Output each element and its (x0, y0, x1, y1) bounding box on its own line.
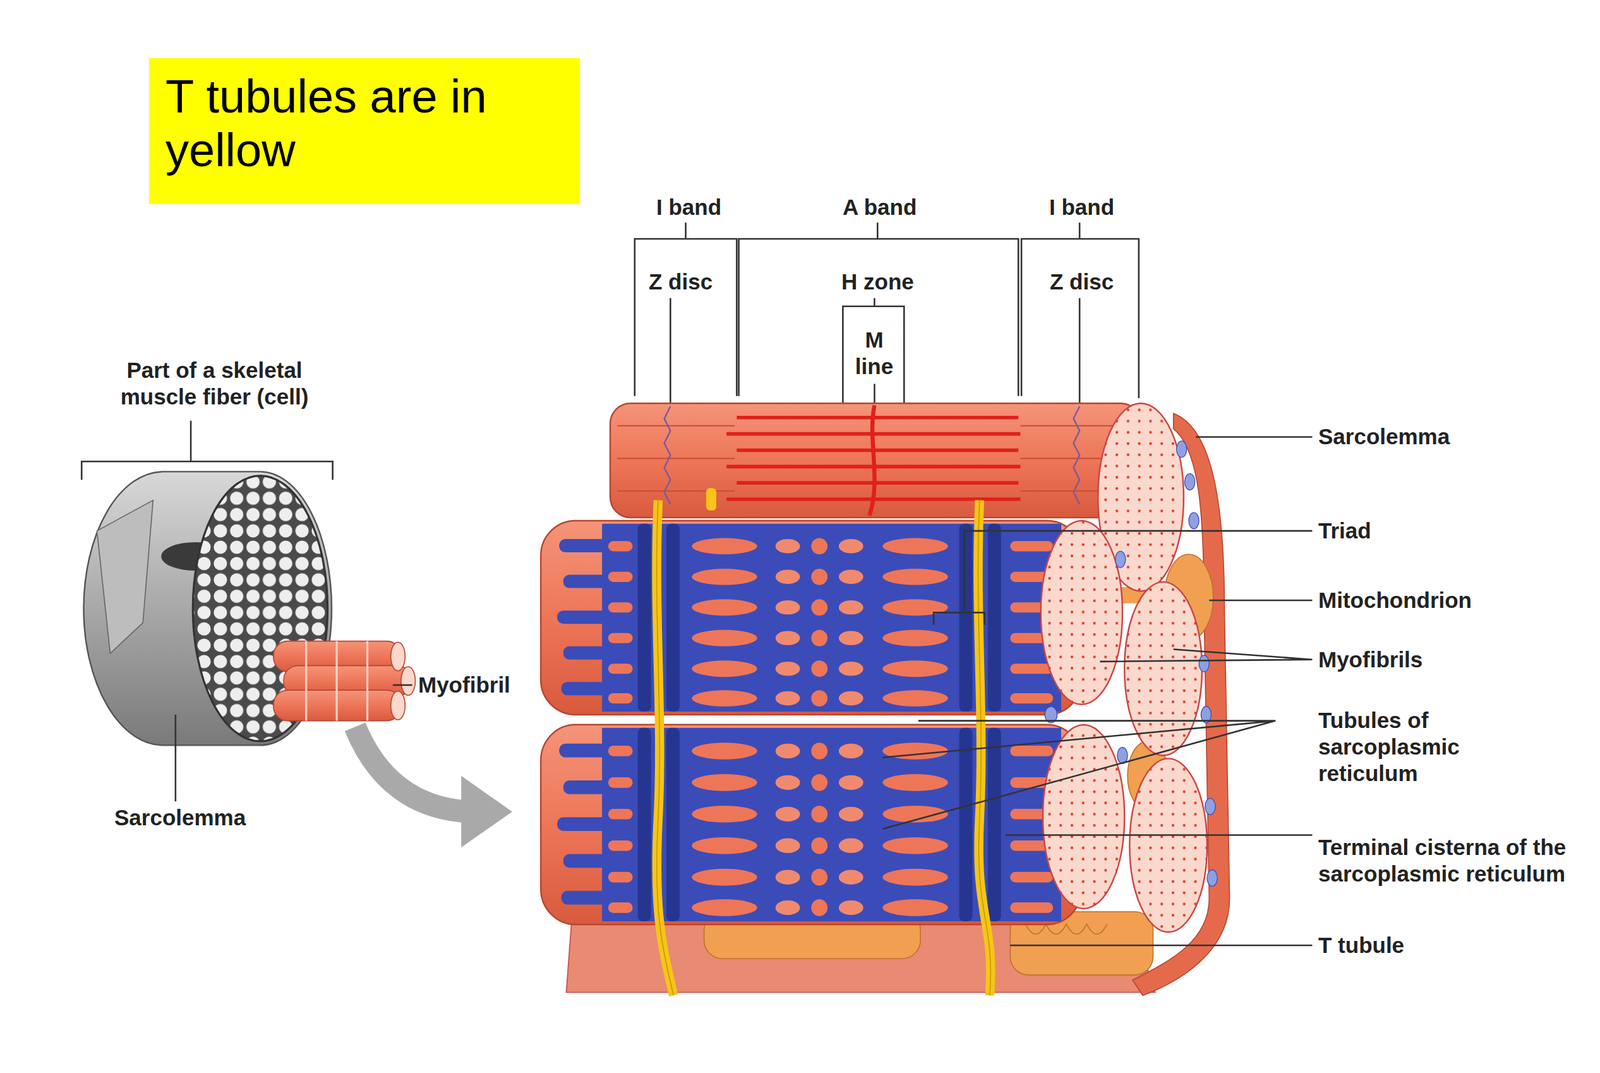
part-label: Tubules of sarcoplasmic reticulum (1318, 706, 1523, 787)
note-text: T tubules are in yellow (165, 69, 564, 177)
leader-lines (882, 436, 1312, 945)
myofibril-bundle (273, 641, 513, 848)
part-label: Mitochondrion (1318, 586, 1472, 614)
band-label: I band (656, 193, 722, 221)
part-label: Triad (1318, 517, 1372, 544)
part-label: Z disc (1049, 268, 1114, 295)
band-label: I band (1049, 193, 1115, 221)
part-label: T tubule (1318, 931, 1405, 959)
part-label: Sarcolemma (114, 804, 246, 831)
sarcomere-illustration (540, 403, 1230, 995)
skeletal-muscle-fiber (81, 420, 333, 802)
part-label: Z disc (648, 268, 713, 295)
part-label: H zone (841, 268, 915, 295)
part-label: M line (847, 326, 901, 380)
band-brackets (634, 222, 1139, 419)
part-label: Part of a skeletal muscle fiber (cell) (102, 356, 327, 410)
part-label: Myofibrils (1318, 646, 1423, 673)
note-box: T tubules are in yellow (149, 58, 580, 205)
part-label: Sarcolemma (1318, 423, 1450, 450)
part-label: Terminal cisterna of the sarcoplasmic re… (1318, 833, 1574, 887)
band-label: A band (842, 193, 917, 221)
part-label: Myofibril (418, 671, 511, 698)
